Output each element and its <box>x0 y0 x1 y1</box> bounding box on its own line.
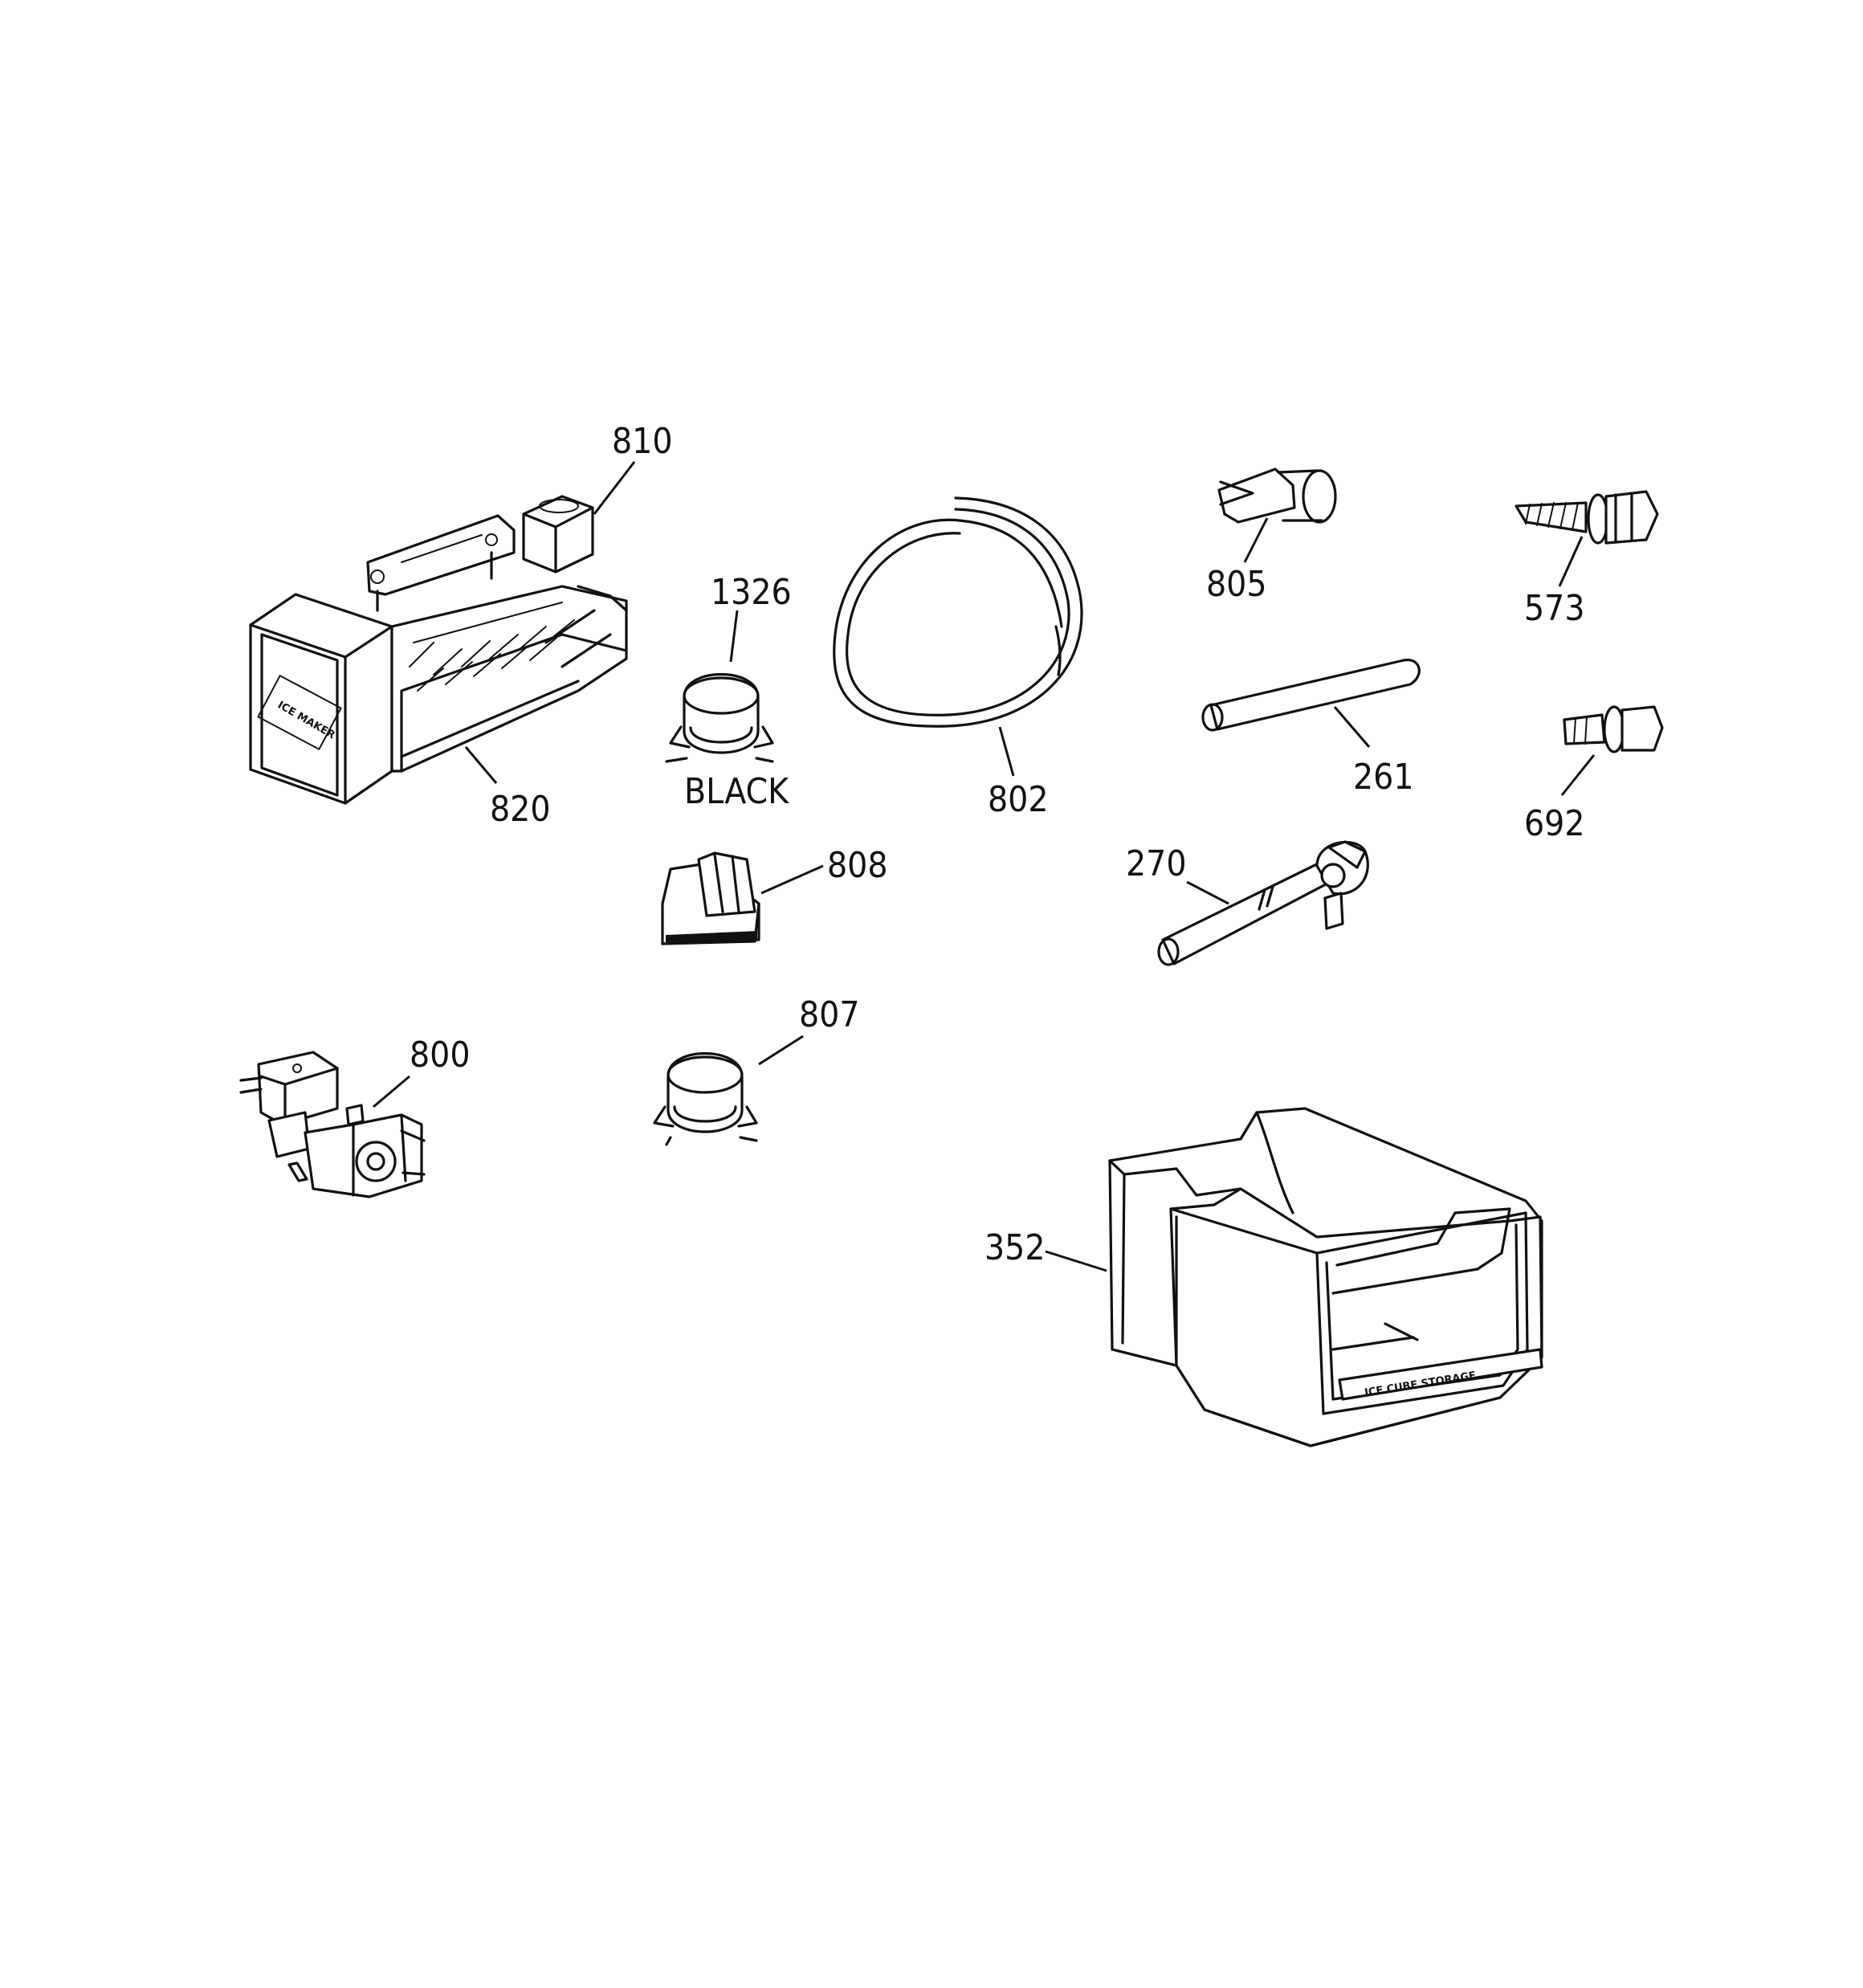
part-807-clamp <box>653 1052 758 1146</box>
callout-1326: 1326 BLACK <box>684 572 792 812</box>
callout-802: 802 <box>988 726 1049 820</box>
label-800: 800 <box>410 1035 471 1076</box>
label-802: 802 <box>988 779 1049 820</box>
callout-800: 800 <box>373 1035 471 1108</box>
label-807: 807 <box>799 994 860 1035</box>
label-270: 270 <box>1126 843 1187 884</box>
label-573: 573 <box>1524 588 1585 629</box>
callout-573: 573 <box>1524 536 1585 629</box>
part-261-tube <box>1201 659 1421 732</box>
callout-810: 810 <box>593 421 673 515</box>
label-820: 820 <box>490 789 551 830</box>
part-270-fill-tube <box>1157 840 1369 966</box>
callout-352: 352 <box>984 1227 1107 1272</box>
callout-807: 807 <box>758 994 860 1066</box>
part-573-screw <box>1514 490 1659 545</box>
callout-692: 692 <box>1524 754 1596 844</box>
part-352-ice-bucket: ICE CUBE STORAGE <box>1108 1107 1543 1447</box>
part-1326-clamp <box>665 673 774 763</box>
part-802-tubing <box>833 496 1083 728</box>
callout-820: 820 <box>464 746 551 830</box>
label-805: 805 <box>1206 564 1267 605</box>
label-810: 810 <box>612 421 673 462</box>
part-808-clip <box>661 851 760 945</box>
label-261: 261 <box>1353 757 1414 798</box>
callout-270: 270 <box>1126 843 1229 905</box>
label-808: 808 <box>827 845 888 886</box>
part-820-ice-maker: ICE MAKER <box>249 495 628 805</box>
callout-808: 808 <box>760 845 888 895</box>
note-black: BLACK <box>684 771 789 812</box>
label-352: 352 <box>984 1227 1046 1268</box>
label-1326: 1326 <box>711 572 792 613</box>
part-805-clip <box>1217 467 1337 524</box>
callout-805: 805 <box>1206 517 1269 605</box>
part-800-water-valve <box>239 1051 426 1198</box>
label-692: 692 <box>1524 803 1585 844</box>
callout-261: 261 <box>1333 706 1414 798</box>
part-692-screw <box>1563 705 1664 753</box>
